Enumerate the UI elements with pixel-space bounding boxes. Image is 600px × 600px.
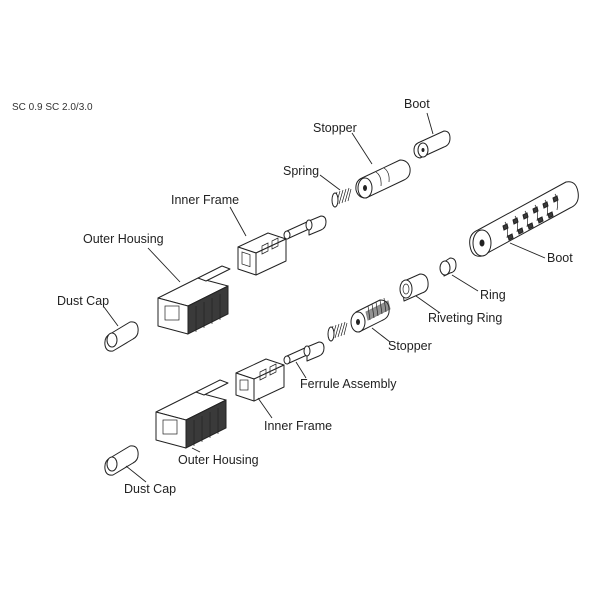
label-boot-right: Boot (547, 251, 573, 265)
stopper-top-part (355, 159, 411, 199)
label-stopper-top: Stopper (313, 121, 357, 135)
dust-cap-bottom-part (104, 445, 139, 476)
outer-housing-top-part (157, 265, 231, 335)
ferrule-bottom-part (283, 341, 325, 365)
inner-frame-bottom-part (235, 358, 285, 402)
label-spring: Spring (283, 164, 319, 178)
inner-frame-top-part (237, 232, 287, 276)
label-ring: Ring (480, 288, 506, 302)
stopper-bottom-part (350, 297, 391, 333)
label-dust-cap-bottom: Dust Cap (124, 482, 176, 496)
label-inner-frame-bottom: Inner Frame (264, 419, 332, 433)
ring-part (439, 257, 457, 277)
boot-right-part (469, 181, 579, 257)
spring-top-part (331, 187, 352, 208)
label-outer-housing-bottom: Outer Housing (178, 453, 259, 467)
label-ferrule-assembly: Ferrule Assembly (300, 377, 397, 391)
spring-bottom-part (327, 321, 348, 342)
boot-top-part (413, 130, 451, 159)
label-dust-cap-top: Dust Cap (57, 294, 109, 308)
ferrule-top-part (283, 215, 327, 240)
label-riveting-ring: Riveting Ring (428, 311, 502, 325)
diagram-caption: SC 0.9 SC 2.0/3.0 (12, 102, 93, 113)
riveting-ring-part (399, 273, 429, 302)
label-outer-housing-top: Outer Housing (83, 232, 164, 246)
outer-housing-bottom-part (155, 379, 229, 449)
dust-cap-top-part (104, 321, 139, 352)
label-boot-top: Boot (404, 97, 430, 111)
label-stopper-bottom: Stopper (388, 339, 432, 353)
label-inner-frame-top: Inner Frame (171, 193, 239, 207)
